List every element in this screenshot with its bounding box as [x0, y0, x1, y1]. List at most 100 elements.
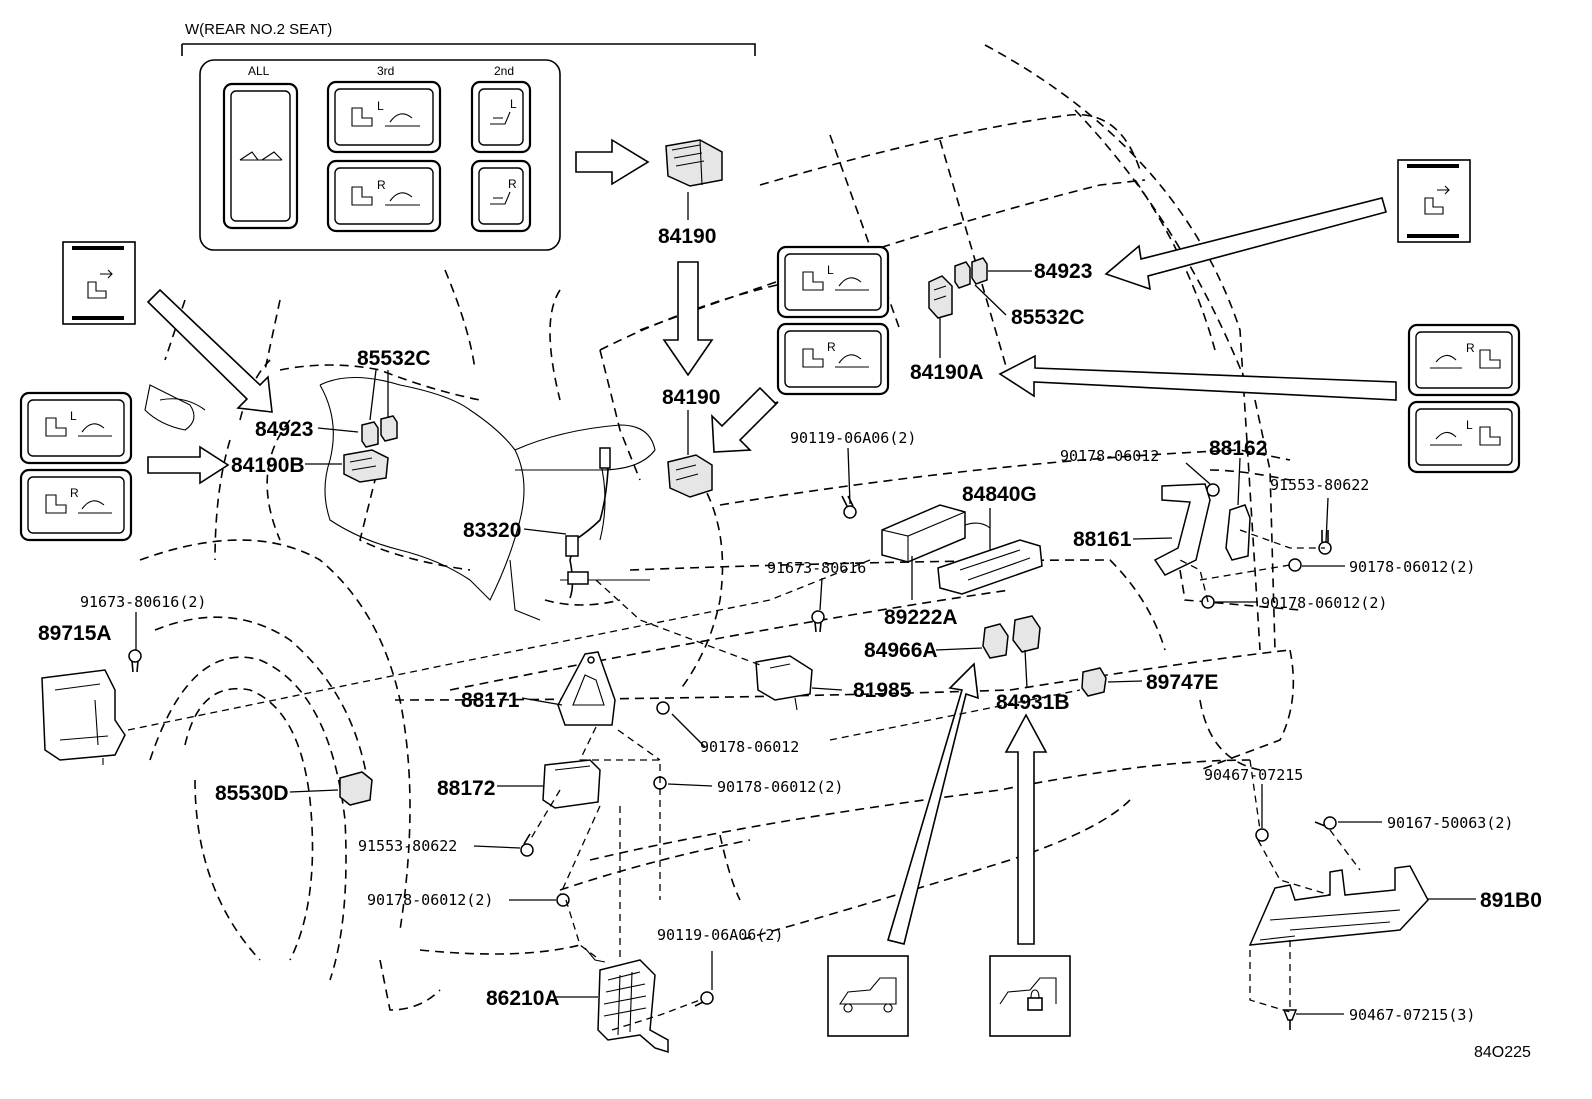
arrow-down: [662, 261, 714, 377]
leader-lines: [127, 192, 1476, 1031]
part-84190B: [343, 449, 389, 483]
variant-bracket: [181, 43, 756, 56]
svg-text:R: R: [827, 340, 836, 354]
label-84190-top: 84190: [658, 225, 716, 248]
part-86210A: [584, 947, 669, 1054]
label-90167-50063-2: 90167-50063(2): [1387, 814, 1513, 832]
seat-slide-icon: [87, 269, 113, 299]
switch-panel-bezel: [199, 59, 561, 251]
switch-3rd-left: L: [326, 80, 442, 154]
switch-pair-right: R L: [1407, 323, 1521, 474]
svg-text:L: L: [377, 99, 384, 113]
part-84190-top: [665, 139, 723, 187]
label-86210A: 86210A: [486, 987, 560, 1010]
label-91553-80622-right: 91553-80622: [1270, 476, 1369, 494]
switch-pair-mid: L R: [776, 245, 890, 396]
label-90119-06A06-2-top: 90119-06A06(2): [790, 429, 916, 447]
svg-text:R: R: [377, 178, 386, 192]
part-88162: [1225, 504, 1251, 561]
label-85530D: 85530D: [215, 782, 289, 805]
part-labels: 84190 84190 85532C 84923 84190B 83320 91…: [38, 225, 1542, 1061]
part-84190-mid: [667, 454, 713, 498]
seat-slide-icon: [1424, 185, 1450, 215]
part-89747E: [1081, 667, 1107, 697]
label-84923-right: 84923: [1034, 260, 1092, 283]
seat-slide-card-left: [62, 241, 136, 325]
part-89222A: [881, 504, 991, 563]
part-nut: [1255, 828, 1269, 842]
label-90119-06A06-2-bottom: 90119-06A06(2): [657, 926, 783, 944]
label-84190-mid: 84190: [662, 386, 720, 409]
label-90178-06012-2-c: 90178-06012(2): [1349, 558, 1475, 576]
part-nut: [556, 893, 570, 907]
arrow-up: [1004, 713, 1048, 945]
switch-2nd-left: L: [470, 80, 532, 154]
arrow-left-upper: [1104, 197, 1387, 291]
label-84190A: 84190A: [910, 361, 984, 384]
svg-text:R: R: [1466, 341, 1475, 355]
label-91673-80616-2: 91673-80616(2): [80, 593, 206, 611]
part-88161: [1153, 483, 1211, 576]
parts: [41, 139, 1429, 1054]
seat-fold-icon: [490, 111, 511, 125]
switch-2nd-right: R: [470, 159, 532, 233]
part-90119-06A06-top: [841, 495, 857, 519]
label-89747E: 89747E: [1146, 671, 1218, 694]
part-88171: [557, 651, 616, 726]
label-91553-80622-left: 91553-80622: [358, 837, 457, 855]
part-81985: [755, 655, 813, 711]
part-84923-left: [361, 415, 398, 448]
car-side-icon: [838, 977, 897, 1013]
switch-all-seats: [222, 82, 299, 230]
variant-label: W(REAR NO.2 SEAT): [185, 21, 332, 38]
label-88162: 88162: [1209, 437, 1267, 460]
label-85532C-right: 85532C: [1011, 306, 1085, 329]
lock-icon: [1027, 997, 1043, 1011]
part-90167-50063: [1314, 816, 1337, 830]
arrow-diagonal-left: [146, 288, 273, 413]
label-90467-07215: 90467-07215: [1204, 766, 1303, 784]
arrow-up-diagonal: [886, 662, 979, 945]
seat-fold-icon: [490, 191, 511, 205]
part-88172: [542, 759, 601, 809]
svg-text:R: R: [70, 486, 79, 500]
part-nut: [1288, 558, 1302, 572]
svg-text:L: L: [827, 263, 834, 277]
column-label-3rd: 3rd: [377, 64, 394, 78]
part-89715A: [41, 669, 126, 765]
label-83320: 83320: [463, 519, 521, 542]
label-88161: 88161: [1073, 528, 1132, 551]
svg-text:L: L: [1466, 418, 1473, 432]
arrow-right: [575, 138, 650, 186]
part-91673-80616-left: [128, 649, 142, 673]
column-label-2nd: 2nd: [494, 64, 514, 78]
label-91673-80616: 91673-80616: [767, 559, 866, 577]
label-90178-06012-mid: 90178-06012: [700, 738, 799, 756]
figure-reference: 84O225: [1474, 1044, 1531, 1061]
door-lock-card: [989, 955, 1071, 1037]
label-84840G: 84840G: [962, 483, 1037, 506]
switch-pair-left: L R: [19, 391, 133, 542]
label-84966A: 84966A: [864, 639, 938, 662]
fold-all-icon: [239, 151, 283, 161]
label-84190B: 84190B: [231, 454, 305, 477]
label-891B0: 891B0: [1480, 889, 1542, 912]
label-89222A: 89222A: [884, 606, 958, 629]
rear-seat-switch-panel: W(REAR NO.2 SEAT) ALL 3rd 2nd L R: [181, 21, 756, 251]
arrow-right-left: [147, 445, 230, 485]
part-84931B: [1012, 615, 1041, 653]
switch-3rd-right: R: [326, 159, 442, 233]
seat-icon: [351, 186, 373, 206]
svg-text:L: L: [70, 409, 77, 423]
seat-icon: [351, 107, 373, 127]
icon-cards: L R L R R: [19, 159, 1521, 1037]
part-84923-right: [954, 257, 988, 289]
arrow-diagonal: [711, 386, 779, 453]
part-84840G: [937, 539, 1043, 595]
seat-slide-card-right: [1397, 159, 1471, 243]
power-door-card: [827, 955, 909, 1037]
fold-icon: [385, 113, 420, 127]
label-84923-left: 84923: [255, 418, 313, 441]
svg-text:R: R: [508, 177, 517, 191]
label-90178-06012-2-d: 90178-06012(2): [1261, 594, 1387, 612]
